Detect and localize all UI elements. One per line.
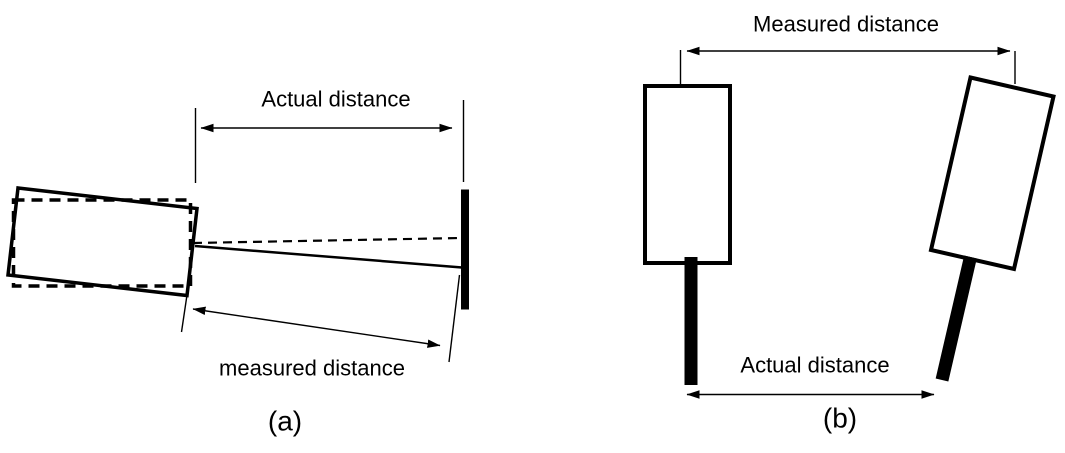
measured-distance-label: measured distance	[219, 356, 405, 381]
tilted-beam-line	[194, 244, 463, 269]
right-sensor-handle	[935, 255, 977, 382]
figure-b-caption: (b)	[823, 403, 857, 434]
tilted-sensor-outline	[6, 186, 199, 298]
figure-a-caption: (a)	[268, 406, 302, 437]
reference-beam-dashed	[192, 236, 462, 245]
figure-b: Measured distance Actual distance (b)	[643, 12, 1056, 434]
actual-distance-label: Actual distance	[740, 353, 889, 378]
measured-distance-arrow	[192, 306, 441, 348]
measured-distance-label: Measured distance	[753, 12, 939, 37]
figure-a: Actual distance measured distance (a)	[6, 87, 469, 437]
target-bar	[461, 189, 469, 310]
extension-line-right-bottom	[448, 274, 461, 363]
actual-distance-label: Actual distance	[261, 87, 410, 112]
right-sensor-body	[928, 75, 1056, 272]
extension-line-left-bottom	[180, 294, 188, 333]
left-sensor-body	[643, 84, 732, 265]
reference-sensor-outline-dashed	[11, 198, 193, 288]
